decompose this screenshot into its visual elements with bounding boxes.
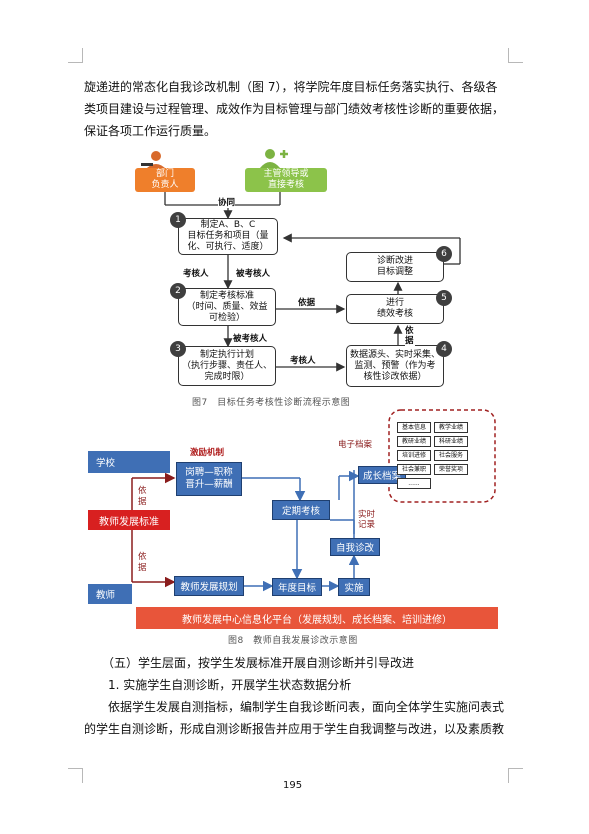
step-2-number: 2 (170, 283, 186, 299)
archive-cell: ...... (397, 478, 431, 489)
step-5-box: 进行 绩效考核 (346, 294, 444, 324)
growth-archive-box: 成长档案 (358, 466, 406, 484)
archive-cell: 社会服务 (434, 450, 468, 461)
step-6-box: 诊断改进 目标调整 (346, 252, 444, 282)
step-4-box: 数据源头、实时采集、 监测、预警（作为考 核性诊改依据） (346, 345, 444, 387)
archive-cell: 社会兼职 (397, 464, 431, 475)
assessor-label: 考核人 (183, 267, 209, 279)
paragraph-top: 旋递进的常态化自我诊改机制（图 7），将学院年度目标任务落实执行、各级各 类项目… (84, 76, 508, 142)
figure-8-caption: 图8 教师自我发展诊改示意图 (228, 636, 358, 646)
platform-bar: 教师发展中心信息化平台（发展规划、成长档案、培训进修） (136, 607, 498, 629)
figure-8-connectors (131, 409, 496, 592)
section-heading: （五）学生层面，按学生发展标准开展自测诊断并引导改进 (102, 656, 415, 670)
crop-mark-bottom-right (508, 768, 523, 783)
teacher-bar: 教师 (88, 584, 132, 604)
supervisor-box: 主管领导或 直接考核 (245, 168, 327, 192)
crop-mark-bottom-left (68, 768, 83, 783)
subsection-heading: 1. 实施学生自测诊断，开展学生状态数据分析 (108, 678, 352, 692)
realtime-record-label: 实时 记录 (358, 510, 376, 530)
coop-label: 协同 (218, 196, 236, 208)
basis-label: 依据 (298, 296, 316, 308)
supervisor-person-plus-icon (260, 149, 288, 168)
archive-cell: 科研业绩 (434, 436, 468, 447)
figure-7: 部门 负责人 主管领导或 直接考核 协同 制定A、B、C 目标任务和项目（量 化… (135, 149, 461, 408)
paragraph-line: 旋递进的常态化自我诊改机制（图 7），将学院年度目标任务落实执行、各级各 (84, 80, 498, 94)
step-5-number: 5 (436, 290, 452, 306)
step-6-number: 6 (436, 246, 452, 262)
self-diagnosis-box: 自我诊改 (330, 538, 380, 556)
development-plan-box: 教师发展规划 (174, 576, 244, 596)
paragraph-line: 依据学生发展自测指标，编制学生自我诊断问表，面向全体学生实施问表式 (108, 700, 505, 714)
implement-box: 实施 (338, 578, 370, 596)
step-2-box: 制定考核标准 （时间、质量、效益 可检验） (178, 288, 276, 326)
assessor-label-2: 考核人 (290, 354, 316, 366)
figure-8: 学校 激励机制 岗聘—职称 晋升—薪酬 依 据 教师发展标准 依 据 教师 电子… (88, 409, 498, 646)
paragraph-line: 类项目建设与过程管理、成效作为目标管理与部门绩效考核性诊断的重要依据， (84, 102, 505, 116)
school-bar: 学校 (88, 451, 170, 473)
paragraph-line: 保证各项工作运行质量。 (84, 124, 217, 138)
figure-7-caption: 图7 目标任务考核性诊断流程示意图 (192, 398, 351, 408)
annual-goal-box: 年度目标 (272, 578, 322, 596)
step-4-number: 4 (436, 341, 452, 357)
periodic-assessment-box: 定期考核 (272, 500, 330, 520)
archive-cell: 教学业绩 (434, 422, 468, 433)
e-archive-label: 电子档案 (338, 440, 373, 450)
archive-cell: 基本信息 (397, 422, 431, 433)
teacher-standard-box: 教师发展标准 (88, 510, 170, 530)
archive-cell: 培训进修 (397, 450, 431, 461)
paragraph-line: 的学生自测诊断，形成自测诊断报告并应用于学生自我调整与改进，以及素质教 (84, 722, 505, 736)
basis-label-2: 依据 (405, 326, 415, 346)
basis-top-label: 依 据 (138, 486, 147, 507)
archive-cell: 荣誉奖项 (434, 464, 468, 475)
assessee-label: 被考核人 (236, 267, 271, 279)
paragraph-bottom: （五）学生层面，按学生发展标准开展自测诊断并引导改进 1. 实施学生自测诊断，开… (84, 652, 508, 740)
crop-mark-top-left (68, 48, 83, 63)
page-number: 195 (283, 780, 303, 791)
step-1-number: 1 (170, 212, 186, 228)
basis-bottom-label: 依 据 (138, 552, 147, 573)
dept-head-person-icon (141, 151, 167, 170)
assessee-label-2: 被考核人 (233, 332, 268, 344)
growth-archive-dashed-region (388, 409, 496, 503)
crop-mark-top-right (508, 48, 523, 63)
incentive-label: 激励机制 (190, 448, 225, 458)
archive-cell: 教研业绩 (397, 436, 431, 447)
step-1-box: 制定A、B、C 目标任务和项目（量 化、可执行、适度） (178, 218, 278, 255)
promotion-box: 岗聘—职称 晋升—薪酬 (176, 462, 242, 496)
dept-head-box: 部门 负责人 (135, 168, 195, 192)
step-3-box: 制定执行计划 （执行步骤、责任人、 完成时限） (178, 346, 276, 386)
step-3-number: 3 (170, 341, 186, 357)
